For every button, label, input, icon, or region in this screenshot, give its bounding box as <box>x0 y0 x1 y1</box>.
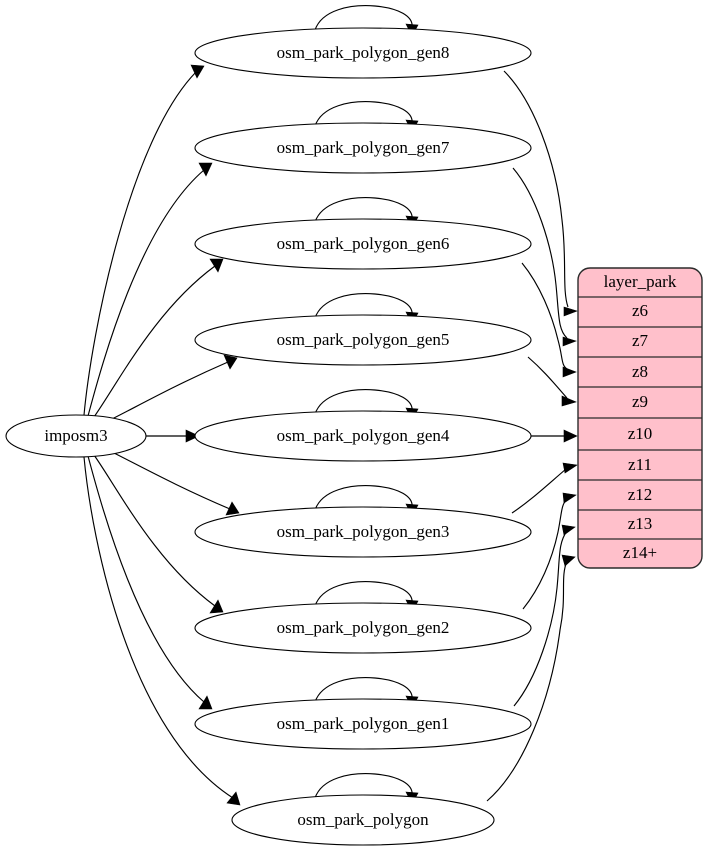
gen7-ellipse[interactable] <box>194 122 532 174</box>
arrowhead-imposm3-gen8 <box>190 64 205 79</box>
self-loop-polygon <box>314 773 413 799</box>
edge-imposm3-to-gen3 <box>111 451 231 510</box>
imposm3-label: imposm3 <box>44 426 107 445</box>
self-loop-gen4 <box>314 389 413 415</box>
node-layer-park-table[interactable]: layer_park z6 z7 z8 z9 z10 z11 z12 z13 z… <box>577 267 703 569</box>
edge-imposm3-to-gen5 <box>109 361 229 421</box>
arrowhead-gen4-z10 <box>563 429 578 443</box>
node-osm-park-polygon-gen3[interactable]: osm_park_polygon_gen3 <box>194 506 532 558</box>
edges-from-imposm3 <box>83 64 241 806</box>
self-loop-edges <box>314 5 419 805</box>
edge-imposm3-to-gen8 <box>83 71 197 416</box>
gen3-label: osm_park_polygon_gen3 <box>277 522 450 541</box>
arrowhead-gen8-z6 <box>563 306 578 317</box>
edge-gen1-to-z13 <box>513 530 568 707</box>
arrowhead-imposm3-gen2 <box>209 599 224 614</box>
gen4-label: osm_park_polygon_gen4 <box>277 426 450 445</box>
edge-gen8-to-z6 <box>503 70 569 308</box>
layer-park-header-label: layer_park <box>604 272 677 291</box>
self-loop-gen7 <box>314 101 413 127</box>
self-loop-gen6 <box>314 197 413 223</box>
gen7-label: osm_park_polygon_gen7 <box>277 138 450 157</box>
gen8-label: osm_park_polygon_gen8 <box>277 43 450 62</box>
gen3-ellipse[interactable] <box>194 506 532 558</box>
edge-imposm3-to-polygon <box>83 456 234 799</box>
layer-park-row-z9[interactable]: z9 <box>632 392 648 411</box>
gen1-label: osm_park_polygon_gen1 <box>277 714 450 733</box>
arrowhead-gen1-z13 <box>561 524 576 536</box>
gen2-label: osm_park_polygon_gen2 <box>277 618 450 637</box>
edge-gen3-to-z11 <box>511 468 567 514</box>
layer-park-row-z8[interactable]: z8 <box>632 362 648 381</box>
node-osm-park-polygon-gen7[interactable]: osm_park_polygon_gen7 <box>194 122 532 174</box>
imposm3-ellipse[interactable] <box>5 414 147 458</box>
layer-park-row-z11[interactable]: z11 <box>628 455 652 474</box>
arrowhead-imposm3-gen3 <box>225 501 240 516</box>
gen4-ellipse[interactable] <box>194 410 532 462</box>
arrowhead-imposm3-gen7 <box>198 162 213 177</box>
self-loop-gen3 <box>314 485 413 511</box>
self-loop-gen1 <box>314 677 413 703</box>
arrowhead-imposm3-gen5 <box>223 354 238 370</box>
polygon-label: osm_park_polygon <box>297 810 429 829</box>
arrowhead-gen2-z12 <box>562 492 577 504</box>
arrowhead-gen6-z8 <box>562 366 577 378</box>
edge-gen6-to-z8 <box>521 262 568 370</box>
layer-park-row-z12[interactable]: z12 <box>628 485 653 504</box>
arrowhead-imposm3-gen4 <box>185 429 200 443</box>
gen6-label: osm_park_polygon_gen6 <box>277 234 450 253</box>
node-osm-park-polygon-gen2[interactable]: osm_park_polygon_gen2 <box>194 602 532 654</box>
gen5-label: osm_park_polygon_gen5 <box>277 330 450 349</box>
node-imposm3[interactable]: imposm3 <box>5 414 147 458</box>
node-osm-park-polygon-gen4[interactable]: osm_park_polygon_gen4 <box>194 410 532 462</box>
layer-park-row-z13[interactable]: z13 <box>628 514 653 533</box>
node-osm-park-polygon-gen8[interactable]: osm_park_polygon_gen8 <box>194 27 532 79</box>
gen5-ellipse[interactable] <box>194 314 532 366</box>
arrowhead-gen5-z9 <box>561 395 577 407</box>
arrowhead-gen3-z11 <box>562 462 578 474</box>
self-loop-gen5 <box>314 293 413 319</box>
edge-imposm3-to-gen2 <box>93 454 216 607</box>
gen6-ellipse[interactable] <box>194 218 532 270</box>
edge-imposm3-to-gen7 <box>87 169 205 417</box>
polygon-ellipse[interactable] <box>231 794 495 846</box>
layer-park-row-z6[interactable]: z6 <box>632 301 648 320</box>
edge-polygon-to-z14 <box>486 560 568 802</box>
self-loop-gen2 <box>314 581 413 607</box>
arrowhead-imposm3-polygon <box>226 791 241 806</box>
edges-to-layer-park <box>486 70 578 802</box>
layer-park-row-z14[interactable]: z14+ <box>623 543 657 562</box>
node-osm-park-polygon[interactable]: osm_park_polygon <box>231 794 495 846</box>
edge-imposm3-to-gen1 <box>87 455 205 703</box>
gen2-ellipse[interactable] <box>194 602 532 654</box>
arrowhead-polygon-z14 <box>561 554 576 567</box>
arrowhead-gen7-z7 <box>562 336 577 347</box>
node-osm-park-polygon-gen5[interactable]: osm_park_polygon_gen5 <box>194 314 532 366</box>
node-osm-park-polygon-gen1[interactable]: osm_park_polygon_gen1 <box>194 698 532 750</box>
edge-imposm3-to-gen6 <box>93 265 216 418</box>
node-osm-park-polygon-gen6[interactable]: osm_park_polygon_gen6 <box>194 218 532 270</box>
layer-park-row-z10[interactable]: z10 <box>628 424 653 443</box>
edge-gen7-to-z7 <box>512 167 568 339</box>
arrowhead-imposm3-gen1 <box>198 695 213 710</box>
arrowhead-imposm3-gen6 <box>209 258 224 273</box>
layer-park-row-z7[interactable]: z7 <box>632 331 649 350</box>
edge-gen5-to-z9 <box>527 356 568 399</box>
edge-gen2-to-z12 <box>522 498 568 610</box>
gen8-ellipse[interactable] <box>194 27 532 79</box>
self-loop-gen8 <box>314 5 413 31</box>
gen1-ellipse[interactable] <box>194 698 532 750</box>
